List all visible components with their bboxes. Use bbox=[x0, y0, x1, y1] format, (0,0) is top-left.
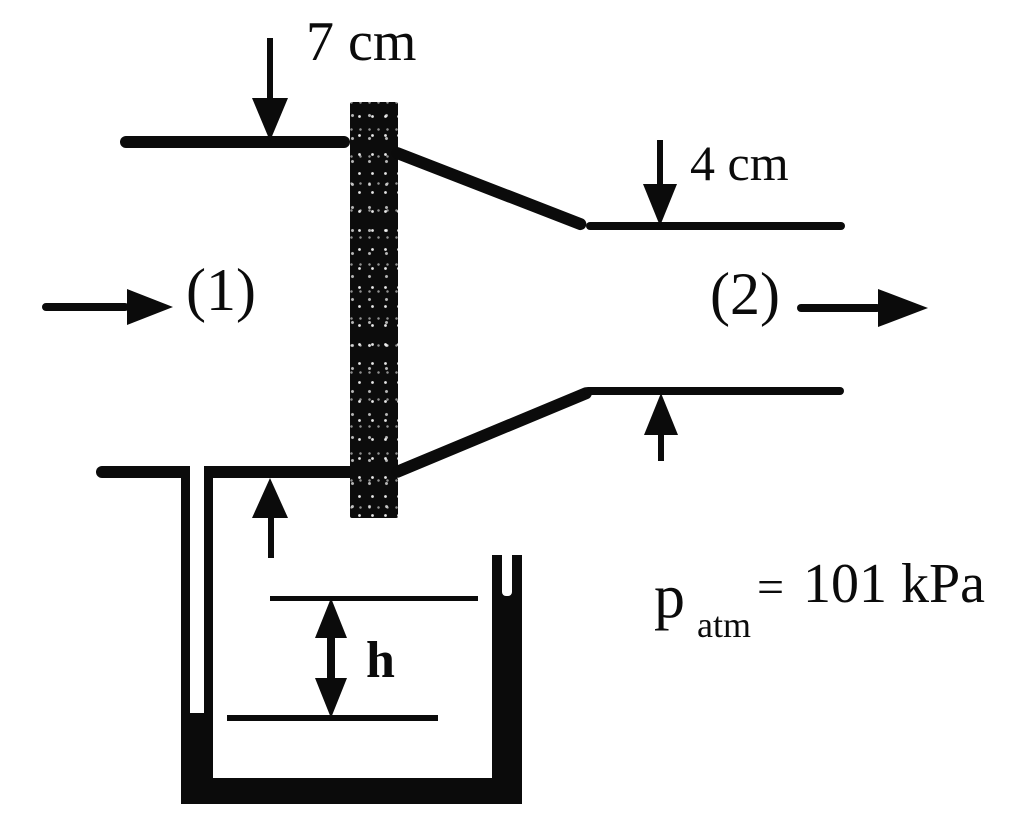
piezometer-tube-left-wall bbox=[181, 466, 190, 716]
pressure-equals-sign: = bbox=[757, 561, 785, 614]
pipe1-upper-wall bbox=[120, 136, 350, 148]
h-arrow-shaft bbox=[327, 636, 335, 680]
liquid-level-upper-line bbox=[270, 596, 478, 601]
dim-7cm-arrow-shaft-top bbox=[267, 38, 273, 100]
pipe1-lower-wall-left-segment bbox=[96, 466, 190, 478]
pipe1-lower-wall-right-segment bbox=[204, 466, 350, 478]
h-arrowhead-up-icon bbox=[315, 598, 347, 638]
dim-7cm-arrowhead-down-icon bbox=[252, 98, 288, 141]
station-2-label: (2) bbox=[710, 261, 780, 327]
piezometer-tube-right-wall bbox=[204, 466, 213, 716]
dim-4cm-arrow-shaft-top bbox=[657, 140, 663, 186]
dim-4cm-label: 4 cm bbox=[690, 135, 789, 191]
tank-right-standpipe bbox=[492, 555, 522, 804]
pipe2-upper-wall bbox=[586, 222, 845, 230]
pressure-subscript: atm bbox=[697, 605, 751, 645]
inlet-flow-arrow-shaft bbox=[42, 303, 129, 311]
dim-7cm-arrow-shaft-bottom bbox=[268, 516, 274, 558]
pressure-value: 101 kPa bbox=[803, 553, 985, 615]
dim-4cm-arrow-shaft-bottom bbox=[658, 433, 664, 461]
contraction-upper-diagonal bbox=[389, 145, 589, 232]
pipe2-lower-wall bbox=[584, 387, 844, 395]
dim-4cm-arrowhead-up-icon bbox=[644, 393, 678, 435]
contraction-lower-diagonal bbox=[389, 385, 594, 480]
tank-right-standpipe-bore bbox=[502, 555, 512, 596]
liquid-level-lower-line bbox=[227, 715, 438, 721]
station-1-label: (1) bbox=[186, 257, 256, 323]
orifice-plate bbox=[350, 102, 398, 518]
outlet-flow-arrowhead-icon bbox=[878, 289, 928, 327]
dim-4cm-arrowhead-down-icon bbox=[643, 184, 677, 226]
dim-7cm-arrowhead-up-icon bbox=[252, 478, 288, 518]
inlet-flow-arrowhead-icon bbox=[127, 289, 173, 325]
dim-7cm-label: 7 cm bbox=[306, 11, 417, 73]
outlet-flow-arrow-shaft bbox=[797, 304, 881, 312]
tank-bottom-wall bbox=[181, 778, 522, 804]
h-label: h bbox=[366, 632, 395, 689]
h-arrowhead-down-icon bbox=[315, 678, 347, 718]
pressure-symbol: p bbox=[654, 563, 685, 631]
